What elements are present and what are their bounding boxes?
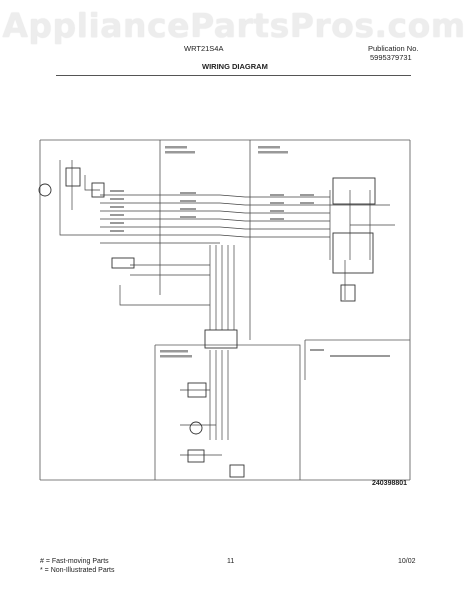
publication-number: 5995379731 (370, 53, 412, 62)
wire-color-labels (110, 146, 390, 358)
non-illustrated-legend: * = Non-Illustrated Parts (40, 567, 115, 574)
fast-moving-legend: # = Fast-moving Parts (40, 558, 109, 565)
header-rule (56, 75, 411, 76)
note-box-frame (304, 339, 410, 380)
condenser-fan-icon (332, 232, 374, 274)
freezer-fan-motor-icon (65, 167, 81, 187)
watermark-logo: AppliancePartsPros.com (2, 6, 466, 45)
page-number: 11 (227, 558, 235, 565)
model-number: WRT21S4A (184, 44, 224, 53)
diagram-part-number: 240398801 (372, 480, 408, 487)
diagram-frame (39, 139, 411, 481)
defrost-heater-icon (111, 257, 135, 269)
refrigerator-compartment-frame (154, 344, 301, 480)
freezer-compartment-frame (159, 140, 251, 340)
refrigerator-light-icon (189, 421, 203, 435)
page-title: WIRING DIAGRAM (202, 62, 268, 71)
freezer-light-icon (38, 183, 52, 197)
defrost-timer-switch-icon (187, 382, 207, 398)
fresh-food-light-switch-icon (187, 449, 205, 463)
publication-date: 10/02 (398, 558, 416, 565)
main-wire-harness (59, 160, 395, 456)
publication-label: Publication No. (368, 44, 419, 53)
compressor-icon (332, 177, 376, 205)
cold-control-icon (229, 464, 245, 478)
water-valve-icon (340, 284, 356, 302)
harness-connector-icon (204, 329, 238, 349)
defrost-timer-icon (91, 182, 105, 198)
